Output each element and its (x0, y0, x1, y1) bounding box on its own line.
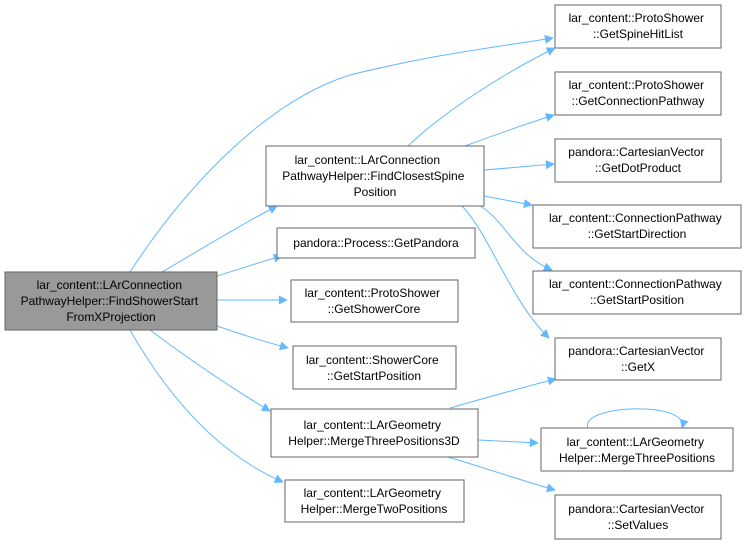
svg-text:lar_content::LArGeometry: lar_content::LArGeometry Helper::MergeTw… (301, 486, 448, 516)
node-label-line: ::GetStartPosition (590, 293, 684, 307)
node-get-shower-core[interactable]: lar_content::ProtoShower ::GetShowerCore (290, 279, 459, 323)
node-box (540, 427, 734, 472)
node-label-line: lar_content::ProtoShower (569, 11, 704, 25)
node-box (284, 479, 465, 523)
node-merge-three-positions[interactable]: lar_content::LArGeometry Helper::MergeTh… (540, 427, 734, 472)
node-label-line: Helper::MergeThreePositions (559, 451, 715, 465)
node-merge-two-positions[interactable]: lar_content::LArGeometry Helper::MergeTw… (284, 479, 465, 523)
edge-find-closest-spine-to-get-start-direction (483, 195, 533, 209)
node-box (554, 494, 722, 540)
node-label-line: lar_content::ShowerCore (306, 353, 439, 367)
node-box (292, 345, 457, 390)
node-box (270, 408, 479, 458)
node-box (290, 279, 459, 323)
svg-text:pandora::CartesianVector: pandora::CartesianVector ::GetDotProduct (568, 145, 707, 175)
node-label-line: ::GetShowerCore (328, 302, 421, 316)
node-label-line: pandora::Process::GetPandora (293, 236, 459, 250)
node-get-pandora[interactable]: pandora::Process::GetPandora (276, 227, 476, 259)
node-box (554, 4, 722, 49)
svg-text:lar_content::ConnectionPathway: lar_content::ConnectionPathway ::GetStar… (549, 277, 725, 307)
node-label-line: lar_content::LArConnection (37, 278, 182, 292)
node-label-line: FromXProjection (66, 310, 155, 324)
node-label-line: pandora::CartesianVector (568, 344, 704, 358)
node-get-start-direction[interactable]: lar_content::ConnectionPathway ::GetStar… (532, 204, 742, 249)
svg-text:lar_content::LArGeometry: lar_content::LArGeometry Helper::MergeTh… (559, 435, 715, 465)
node-label-line: ::GetStartPosition (327, 369, 421, 383)
node-label-line: lar_content::ConnectionPathway (549, 211, 722, 225)
node-label-line: lar_content::LArGeometry (304, 486, 441, 500)
node-label-line: PathwayHelper::FindShowerStart (21, 294, 199, 308)
svg-text:pandora::CartesianVector: pandora::CartesianVector ::GetX (568, 344, 707, 374)
edge-find-closest-spine-to-get-dot-product (483, 160, 555, 171)
node-box (4, 271, 218, 331)
node-get-start-position-pathway[interactable]: lar_content::ConnectionPathway ::GetStar… (532, 270, 742, 315)
node-box (276, 227, 476, 259)
svg-text:lar_content::ShowerCore: lar_content::ShowerCore ::GetStartPositi… (306, 353, 442, 383)
svg-text:lar_content::ProtoShower: lar_content::ProtoShower ::GetSpineHitLi… (569, 11, 708, 41)
svg-text:lar_content::ConnectionPathway: lar_content::ConnectionPathway ::GetStar… (549, 211, 725, 241)
edge-find-closest-spine-to-get-connection-pathway (464, 113, 555, 147)
edge-root-to-merge-three-positions-3d (149, 329, 271, 412)
node-root: lar_content::LArConnection PathwayHelper… (4, 271, 218, 331)
edge-merge-three-positions-3d-to-get-x (449, 376, 557, 409)
svg-text:lar_content::ProtoShower: lar_content::ProtoShower ::GetShowerCore (305, 286, 444, 316)
edge-root-to-get-start-position-core (216, 325, 289, 351)
node-get-spine-hit-list[interactable]: lar_content::ProtoShower ::GetSpineHitLi… (554, 4, 722, 49)
node-label-line: ::GetSpineHitList (593, 27, 684, 41)
node-box (265, 145, 485, 207)
node-label-line: PathwayHelper::FindClosestSpine (282, 169, 464, 183)
edge-merge-three-positions-3d-to-set-values (447, 456, 556, 493)
node-label-line: pandora::CartesianVector (568, 145, 704, 159)
edge-root-to-get-spine-hit-list (129, 34, 554, 273)
call-nodes: lar_content::LArConnection PathwayHelper… (4, 4, 742, 540)
edge-merge-three-positions-self-loop (587, 408, 689, 429)
edge-root-to-find-closest-spine (161, 205, 278, 273)
node-label-line: ::SetValues (608, 518, 668, 532)
node-get-dot-product[interactable]: pandora::CartesianVector ::GetDotProduct (554, 138, 722, 183)
node-find-closest-spine-position[interactable]: lar_content::LArConnection PathwayHelper… (265, 145, 485, 207)
node-set-values[interactable]: pandora::CartesianVector ::SetValues (554, 494, 722, 540)
node-label-line: Position (354, 185, 397, 199)
edge-find-closest-spine-to-get-x (461, 205, 550, 339)
edge-root-to-get-pandora (216, 253, 283, 277)
node-label-line: Helper::MergeThreePositions3D (288, 434, 460, 448)
node-get-x[interactable]: pandora::CartesianVector ::GetX (554, 337, 722, 381)
node-box (554, 138, 722, 183)
svg-text:lar_content::ProtoShower: lar_content::ProtoShower ::GetConnection… (569, 78, 708, 108)
node-label-line: ::GetStartDirection (588, 227, 687, 241)
node-label-line: pandora::CartesianVector (568, 502, 704, 516)
node-label-line: lar_content::LArGeometry (304, 418, 441, 432)
edge-find-closest-spine-to-get-spine-hit-list (407, 47, 556, 147)
node-label-line: ::GetX (621, 360, 655, 374)
node-label-line: lar_content::LArGeometry (567, 435, 704, 449)
node-get-connection-pathway[interactable]: lar_content::ProtoShower ::GetConnection… (554, 71, 722, 116)
node-label-line: lar_content::ProtoShower (569, 78, 704, 92)
node-box (554, 337, 722, 381)
node-label-line: ::GetDotProduct (595, 161, 682, 175)
node-box (554, 71, 722, 116)
node-label-line: ::GetConnectionPathway (572, 94, 705, 108)
svg-text:lar_content::LArGeometry: lar_content::LArGeometry Helper::MergeTh… (288, 418, 460, 448)
node-get-start-position-core[interactable]: lar_content::ShowerCore ::GetStartPositi… (292, 345, 457, 390)
svg-text:pandora::Process::GetPandora: pandora::Process::GetPandora (293, 236, 459, 250)
node-label-line: lar_content::LArConnection (295, 153, 440, 167)
edge-find-closest-spine-to-get-start-position-pathway (479, 205, 553, 272)
edge-merge-three-positions-3d-to-merge-three-positions (477, 438, 539, 448)
node-box (532, 270, 742, 315)
svg-text:pandora::CartesianVector: pandora::CartesianVector ::SetValues (568, 502, 707, 532)
node-label-line: lar_content::ConnectionPathway (549, 277, 722, 291)
svg-text:lar_content::LArConnection: lar_content::LArConnection PathwayHelper… (21, 278, 202, 324)
node-label-line: lar_content::ProtoShower (305, 286, 440, 300)
node-label-line: Helper::MergeTwoPositions (301, 502, 448, 516)
node-merge-three-positions-3d[interactable]: lar_content::LArGeometry Helper::MergeTh… (270, 408, 479, 458)
edge-root-to-merge-two-positions (129, 329, 284, 483)
call-edges (129, 34, 689, 493)
node-box (532, 204, 742, 249)
svg-text:lar_content::LArConnection: lar_content::LArConnection PathwayHelper… (282, 153, 467, 199)
